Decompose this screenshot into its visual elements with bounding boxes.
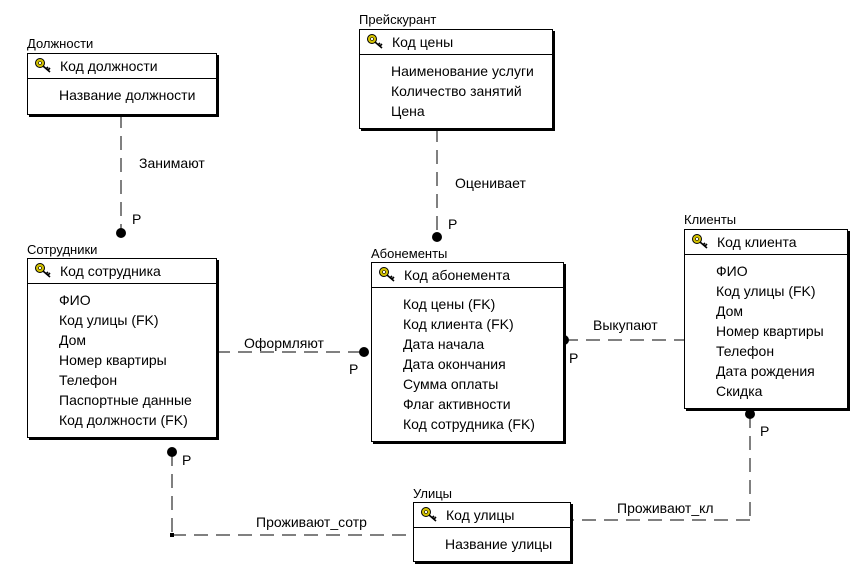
entity-title-pricelist: Прейскурант	[359, 12, 437, 27]
rel-label-live-emp: Проживают_сотр	[256, 514, 367, 530]
attribute: Дата окончания	[403, 356, 506, 372]
entity-positions[interactable]: Код должности Название должности	[27, 53, 217, 115]
attribute: Паспортные данные	[59, 392, 192, 408]
key-icon	[366, 33, 392, 52]
attribute: Скидка	[716, 383, 763, 399]
attribute-list: ФИО Код улицы (FK) Дом Номер квартиры Те…	[28, 284, 216, 430]
entity-pricelist[interactable]: Код цены Наименование услуги Количество …	[359, 29, 553, 129]
entity-title-subscriptions: Абонементы	[371, 246, 448, 261]
pk-row: Код должности	[28, 54, 216, 79]
key-icon	[34, 57, 60, 76]
pk-row: Код улицы	[414, 503, 570, 528]
pk-row: Код абонемента	[372, 263, 563, 288]
attribute: Код улицы (FK)	[716, 283, 816, 299]
pk-row: Код клиента	[685, 230, 847, 255]
attribute-list: Название улицы	[414, 528, 570, 554]
attribute: Цена	[391, 103, 425, 119]
dot-issue	[359, 347, 369, 357]
attribute: Телефон	[59, 372, 118, 388]
cardinality-live-emp: P	[182, 452, 192, 468]
attribute: Наименование услуги	[391, 63, 534, 79]
rel-label-occupy: Занимают	[139, 155, 205, 171]
entity-employees[interactable]: Код сотрудника ФИО Код улицы (FK) Дом Но…	[27, 258, 217, 438]
entity-subscriptions[interactable]: Код абонемента Код цены (FK) Код клиента…	[371, 262, 564, 442]
rel-label-live-cl: Проживают_кл	[617, 500, 714, 516]
entity-clients[interactable]: Код клиента ФИО Код улицы (FK) Дом Номер…	[684, 229, 848, 409]
attribute: Код клиента (FK)	[403, 316, 514, 332]
dot-evaluates	[432, 232, 442, 242]
attribute: Сумма оплаты	[403, 376, 499, 392]
key-icon	[34, 262, 60, 281]
corner-marker	[170, 533, 174, 537]
attribute: Флаг активности	[403, 396, 511, 412]
attribute: Телефон	[716, 343, 775, 359]
attribute: Номер квартиры	[716, 323, 824, 339]
dot-live-emp	[167, 447, 177, 457]
entity-title-employees: Сотрудники	[27, 242, 98, 257]
cardinality-occupy: P	[132, 211, 142, 227]
cardinality-issue: P	[349, 361, 359, 377]
attribute-list: ФИО Код улицы (FK) Дом Номер квартиры Те…	[685, 255, 847, 401]
attribute: Код сотрудника (FK)	[403, 416, 535, 432]
entity-title-streets: Улицы	[413, 486, 453, 501]
attribute: Код улицы (FK)	[59, 312, 159, 328]
pk-label: Код абонемента	[404, 267, 510, 283]
attribute: Название улицы	[445, 536, 553, 552]
rel-label-evaluates: Оценивает	[455, 175, 526, 191]
attribute: Дом	[59, 332, 87, 348]
pk-label: Код клиента	[717, 234, 797, 250]
attribute: Дата рождения	[716, 363, 815, 379]
attribute-list: Название должности	[28, 79, 216, 105]
dot-occupy	[116, 228, 126, 238]
pk-label: Код сотрудника	[60, 263, 161, 279]
attribute: ФИО	[716, 263, 748, 279]
attribute: Название должности	[59, 87, 196, 103]
dot-live-cl	[745, 409, 755, 419]
pk-row: Код сотрудника	[28, 259, 216, 284]
cardinality-live-cl: P	[760, 423, 770, 439]
pk-row: Код цены	[360, 30, 552, 55]
cardinality-evaluates: P	[448, 216, 458, 232]
attribute: Номер квартиры	[59, 352, 167, 368]
entity-title-positions: Должности	[27, 36, 94, 51]
key-icon	[378, 266, 404, 285]
attribute: Код цены (FK)	[403, 296, 496, 312]
entity-title-clients: Клиенты	[684, 212, 737, 227]
attribute-list: Наименование услуги Количество занятий Ц…	[360, 55, 552, 121]
attribute: Количество занятий	[391, 83, 522, 99]
entity-streets[interactable]: Код улицы Название улицы	[413, 502, 571, 562]
attribute: Дата начала	[403, 336, 485, 352]
pk-label: Код должности	[60, 58, 158, 74]
attribute: ФИО	[59, 292, 91, 308]
rel-label-buy: Выкупают	[593, 317, 658, 333]
cardinality-buy: P	[569, 350, 579, 366]
pk-label: Код цены	[392, 34, 454, 50]
attribute: Дом	[716, 303, 744, 319]
key-icon	[691, 233, 717, 252]
attribute: Код должности (FK)	[59, 412, 188, 428]
pk-label: Код улицы	[446, 507, 515, 523]
attribute-list: Код цены (FK) Код клиента (FK) Дата нача…	[372, 288, 563, 434]
key-icon	[420, 506, 446, 525]
rel-label-issue: Оформляют	[244, 335, 324, 351]
